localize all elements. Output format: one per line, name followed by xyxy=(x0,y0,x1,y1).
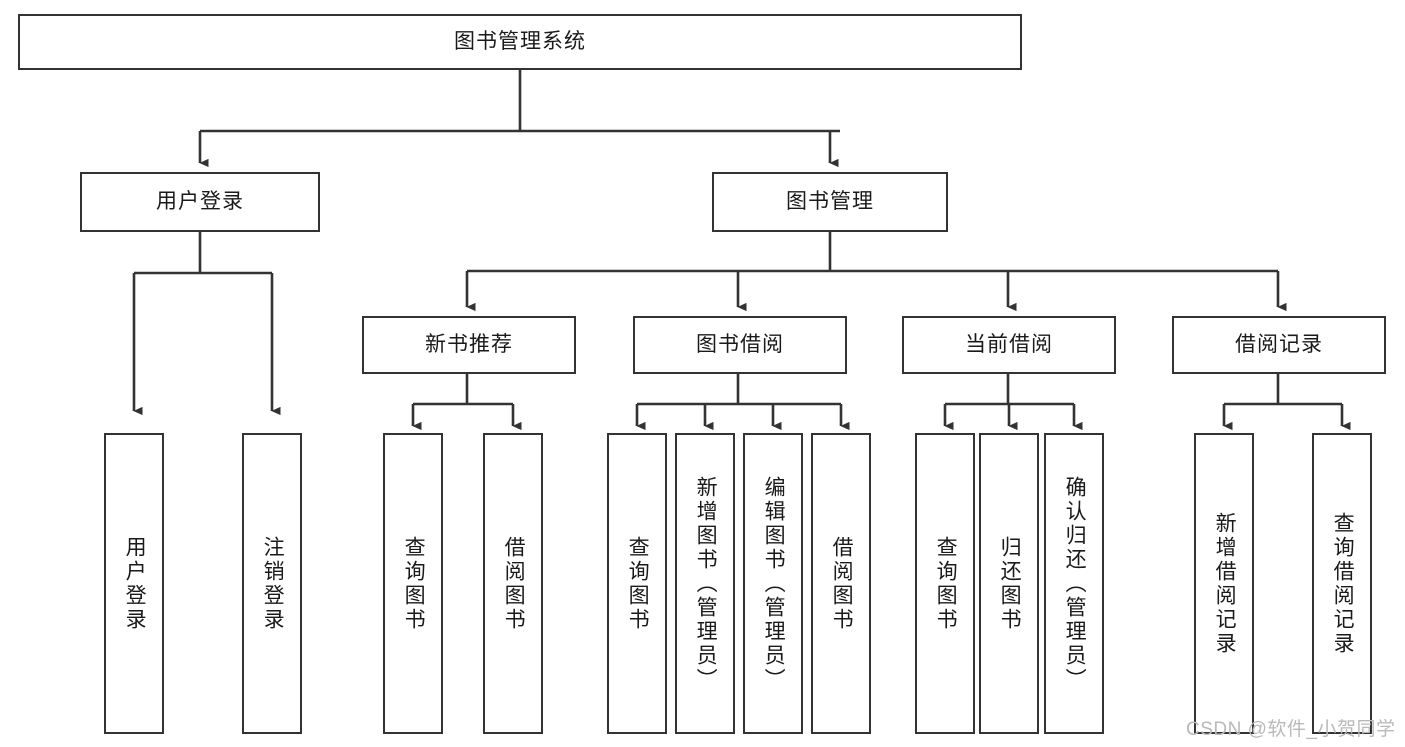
node-leaf-add-book-label: 新增图书（管理员） xyxy=(694,475,718,692)
node-root-label: 图书管理系统 xyxy=(454,30,586,54)
node-leaf-user-login[interactable]: 用户登录 xyxy=(104,433,164,734)
node-leaf-query-book-1[interactable]: 查询图书 xyxy=(383,433,443,734)
node-borrow-record-label: 借阅记录 xyxy=(1235,333,1323,357)
node-leaf-borrow-book-2-label: 借阅图书 xyxy=(830,535,854,632)
node-new-book-rec[interactable]: 新书推荐 xyxy=(362,316,576,374)
node-book-borrow-label: 图书借阅 xyxy=(696,333,784,357)
node-leaf-confirm-return[interactable]: 确认归还（管理员） xyxy=(1044,433,1104,734)
node-leaf-confirm-return-label: 确认归还（管理员） xyxy=(1063,475,1087,692)
node-leaf-query-book-2-label: 查询图书 xyxy=(626,535,650,632)
node-leaf-query-book-1-label: 查询图书 xyxy=(402,535,426,632)
node-book-borrow[interactable]: 图书借阅 xyxy=(633,316,847,374)
node-leaf-return-book-label: 归还图书 xyxy=(998,535,1022,632)
node-leaf-query-book-3[interactable]: 查询图书 xyxy=(915,433,975,734)
node-leaf-return-book[interactable]: 归还图书 xyxy=(979,433,1039,734)
node-leaf-add-book[interactable]: 新增图书（管理员） xyxy=(675,433,735,734)
node-user-login[interactable]: 用户登录 xyxy=(80,172,320,232)
node-leaf-edit-book[interactable]: 编辑图书（管理员） xyxy=(743,433,803,734)
csdn-watermark: CSDN @软件_小贺同学 xyxy=(1186,719,1396,740)
node-leaf-query-book-3-label: 查询图书 xyxy=(934,535,958,632)
node-current-borrow[interactable]: 当前借阅 xyxy=(902,316,1116,374)
node-leaf-query-record-label: 查询借阅记录 xyxy=(1331,511,1355,656)
node-leaf-borrow-book-1[interactable]: 借阅图书 xyxy=(483,433,543,734)
node-user-login-label: 用户登录 xyxy=(156,190,244,214)
node-current-borrow-label: 当前借阅 xyxy=(965,333,1053,357)
node-book-manage-label: 图书管理 xyxy=(786,190,874,214)
node-borrow-record[interactable]: 借阅记录 xyxy=(1172,316,1386,374)
node-leaf-user-logout-label: 注销登录 xyxy=(261,535,285,632)
node-leaf-user-login-label: 用户登录 xyxy=(123,535,147,632)
node-leaf-query-record[interactable]: 查询借阅记录 xyxy=(1312,433,1372,734)
node-root[interactable]: 图书管理系统 xyxy=(18,14,1022,70)
node-leaf-query-book-2[interactable]: 查询图书 xyxy=(607,433,667,734)
node-book-manage[interactable]: 图书管理 xyxy=(712,172,948,232)
node-leaf-borrow-book-1-label: 借阅图书 xyxy=(502,535,526,632)
node-leaf-borrow-book-2[interactable]: 借阅图书 xyxy=(811,433,871,734)
node-leaf-add-record[interactable]: 新增借阅记录 xyxy=(1194,433,1254,734)
node-new-book-rec-label: 新书推荐 xyxy=(425,333,513,357)
node-leaf-user-logout[interactable]: 注销登录 xyxy=(242,433,302,734)
node-leaf-edit-book-label: 编辑图书（管理员） xyxy=(762,475,786,692)
node-leaf-add-record-label: 新增借阅记录 xyxy=(1213,511,1237,656)
